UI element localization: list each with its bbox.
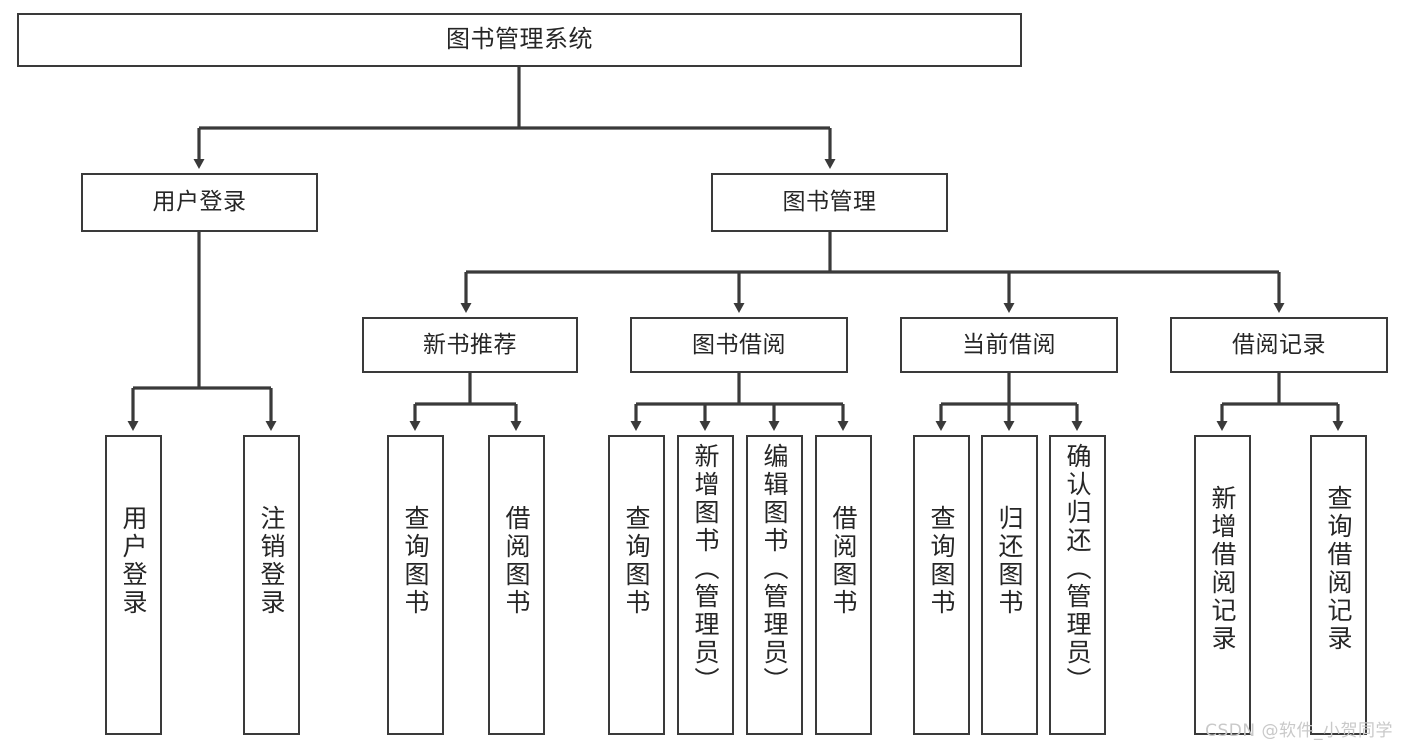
node-leaf-query-book-2-label: 查询图书 (622, 505, 651, 617)
node-book-borrow[interactable]: 图书借阅 (630, 317, 848, 373)
node-root[interactable]: 图书管理系统 (17, 13, 1022, 67)
node-leaf-query-book-3[interactable]: 查询图书 (913, 435, 970, 735)
node-root-label: 图书管理系统 (446, 25, 593, 54)
node-leaf-query-book-1[interactable]: 查询图书 (387, 435, 444, 735)
node-leaf-add-book-label: 新增图书（管理员） (691, 443, 720, 695)
node-borrow-record[interactable]: 借阅记录 (1170, 317, 1388, 373)
node-leaf-add-record[interactable]: 新增借阅记录 (1194, 435, 1251, 735)
node-leaf-add-record-label: 新增借阅记录 (1208, 485, 1237, 653)
node-leaf-add-book[interactable]: 新增图书（管理员） (677, 435, 734, 735)
node-leaf-query-book-1-label: 查询图书 (401, 505, 430, 617)
node-leaf-confirm-return[interactable]: 确认归还（管理员） (1049, 435, 1106, 735)
node-leaf-borrow-book-2-label: 借阅图书 (829, 505, 858, 617)
node-leaf-edit-book[interactable]: 编辑图书（管理员） (746, 435, 803, 735)
node-leaf-query-book-2[interactable]: 查询图书 (608, 435, 665, 735)
node-user-login[interactable]: 用户登录 (81, 173, 318, 232)
node-leaf-user-login-label: 用户登录 (119, 505, 148, 617)
node-leaf-user-logout-label: 注销登录 (257, 505, 286, 617)
node-book-manage-label: 图书管理 (782, 189, 877, 216)
node-leaf-user-login[interactable]: 用户登录 (105, 435, 162, 735)
node-user-login-label: 用户登录 (152, 189, 247, 216)
node-leaf-return-book-label: 归还图书 (995, 505, 1024, 617)
node-current-borrow-label: 当前借阅 (962, 331, 1056, 358)
node-leaf-borrow-book-2[interactable]: 借阅图书 (815, 435, 872, 735)
node-leaf-edit-book-label: 编辑图书（管理员） (760, 443, 789, 695)
node-borrow-record-label: 借阅记录 (1232, 331, 1326, 358)
node-leaf-query-record[interactable]: 查询借阅记录 (1310, 435, 1367, 735)
node-new-book-rec-label: 新书推荐 (423, 331, 517, 358)
node-leaf-confirm-return-label: 确认归还（管理员） (1063, 443, 1092, 695)
node-leaf-return-book[interactable]: 归还图书 (981, 435, 1038, 735)
node-leaf-borrow-book-1-label: 借阅图书 (502, 505, 531, 617)
node-leaf-borrow-book-1[interactable]: 借阅图书 (488, 435, 545, 735)
node-current-borrow[interactable]: 当前借阅 (900, 317, 1118, 373)
node-book-borrow-label: 图书借阅 (692, 331, 786, 358)
node-book-manage[interactable]: 图书管理 (711, 173, 948, 232)
node-leaf-query-book-3-label: 查询图书 (927, 505, 956, 617)
node-leaf-user-logout[interactable]: 注销登录 (243, 435, 300, 735)
node-new-book-rec[interactable]: 新书推荐 (362, 317, 578, 373)
node-leaf-query-record-label: 查询借阅记录 (1324, 485, 1353, 653)
